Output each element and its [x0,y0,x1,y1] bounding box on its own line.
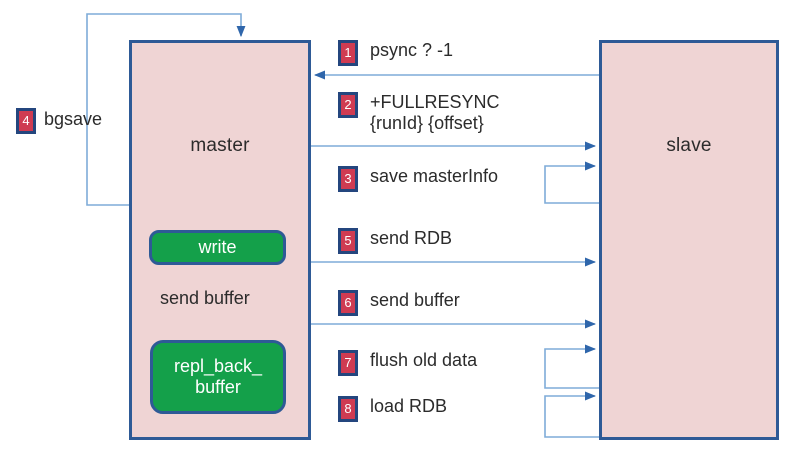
slave-node[interactable]: slave [599,40,779,440]
wire-step-7 [544,344,599,389]
step-2-badge: 2 [338,92,358,118]
write-box-label: write [198,236,237,257]
wire-step-8 [544,391,599,438]
step-1-badge: 1 [338,40,358,66]
step-3-label: save masterInfo [370,166,499,186]
step-8-badge: 8 [338,396,358,422]
step-8[interactable]: 8 load RDB [338,396,447,422]
repl-back-buffer-box[interactable]: repl_back_ buffer [150,340,286,414]
step-2-label: +FULLRESYNC {runId} {offset} [370,92,500,133]
step-3[interactable]: 3 save masterInfo [338,166,498,192]
write-box[interactable]: write [149,230,286,265]
send-buffer-label: send buffer [160,288,250,308]
step-4[interactable]: 4 [16,108,36,134]
step-7[interactable]: 7 flush old data [338,350,477,376]
step-4-label: bgsave [44,109,103,129]
step-6-badge: 6 [338,290,358,316]
step-5-badge: 5 [338,228,358,254]
step-2[interactable]: 2 +FULLRESYNC {runId} {offset} [338,92,500,134]
step-7-badge: 7 [338,350,358,376]
repl-back-buffer-label: repl_back_ buffer [173,355,263,397]
slave-label: slave [666,135,712,156]
step-1[interactable]: 1 psync ? -1 [338,40,453,66]
step-3-badge: 3 [338,166,358,192]
step-6[interactable]: 6 send buffer [338,290,460,316]
step-5[interactable]: 5 send RDB [338,228,452,254]
step-4-badge: 4 [16,108,36,134]
step-1-label: psync ? -1 [370,40,454,60]
step-7-label: flush old data [370,350,478,370]
step-6-label: send buffer [370,290,460,310]
master-label: master [190,135,250,156]
step-5-label: send RDB [370,228,453,248]
step-8-label: load RDB [370,396,448,416]
wire-step-3 [544,161,599,204]
